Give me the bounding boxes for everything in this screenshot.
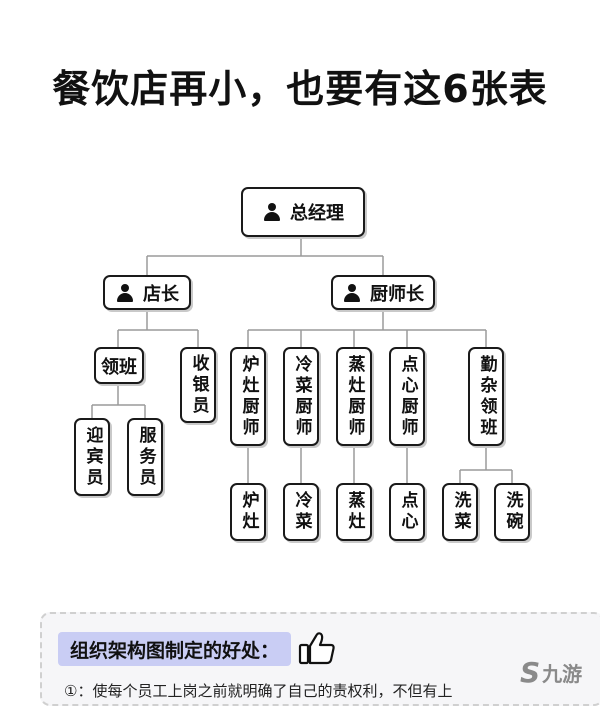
node-label: 服务员: [135, 425, 156, 489]
node-label: 炉灶厨师: [238, 354, 259, 439]
watermark-text: 九游: [542, 661, 583, 686]
benefits-heading: 组织架构图制定的好处：: [58, 632, 292, 666]
benefit-line-1: ①：使每个员工上岗之前就明确了自己的责权利，不但有上: [64, 682, 453, 700]
node-head-chef: 厨师长: [331, 275, 435, 310]
node-pastry: 点心: [389, 483, 425, 541]
node-general-manager: 总经理: [241, 187, 365, 237]
node-label: 领班: [101, 356, 137, 378]
node-label: 洗菜: [450, 491, 471, 533]
node-label: 炉灶: [238, 491, 259, 533]
node-stove: 炉灶: [230, 483, 266, 541]
node-store-manager: 店长: [103, 275, 191, 310]
node-label: 点心: [397, 491, 418, 533]
node-label: 冷菜厨师: [291, 354, 312, 439]
node-label: 点心厨师: [397, 354, 418, 439]
person-icon: [262, 202, 282, 222]
node-steam: 蒸灶: [336, 483, 372, 541]
node-label: 店长: [143, 283, 179, 305]
node-foreman: 领班: [94, 347, 144, 384]
node-stove-chef: 炉灶厨师: [230, 347, 266, 446]
node-label: 总经理: [290, 203, 344, 224]
person-icon: [342, 283, 362, 303]
node-label: 厨师长: [370, 283, 424, 305]
node-cold-chef: 冷菜厨师: [283, 347, 319, 446]
node-label: 收银员: [188, 353, 209, 417]
node-veg-wash: 洗菜: [442, 483, 478, 541]
node-label: 冷菜: [291, 491, 312, 533]
page-title: 餐饮店再小，也要有这6张表: [52, 67, 548, 111]
node-label: 勤杂领班: [476, 354, 497, 439]
node-label: 蒸灶: [344, 491, 365, 533]
node-misc-foreman: 勤杂领班: [468, 347, 504, 446]
node-server: 服务员: [127, 418, 163, 496]
node-dish-wash: 洗碗: [494, 483, 530, 541]
node-cashier: 收银员: [180, 347, 216, 423]
watermark: S 九游: [520, 653, 598, 691]
node-label: 迎宾员: [82, 425, 103, 489]
thumbs-up-icon: [298, 632, 335, 665]
node-greeter: 迎宾员: [74, 418, 110, 496]
node-cold: 冷菜: [283, 483, 319, 541]
node-label: 蒸灶厨师: [344, 354, 365, 439]
node-label: 洗碗: [502, 491, 523, 533]
watermark-logo-icon: S: [520, 655, 541, 689]
node-pastry-chef: 点心厨师: [389, 347, 425, 446]
node-steam-chef: 蒸灶厨师: [336, 347, 372, 446]
person-icon: [115, 283, 135, 303]
